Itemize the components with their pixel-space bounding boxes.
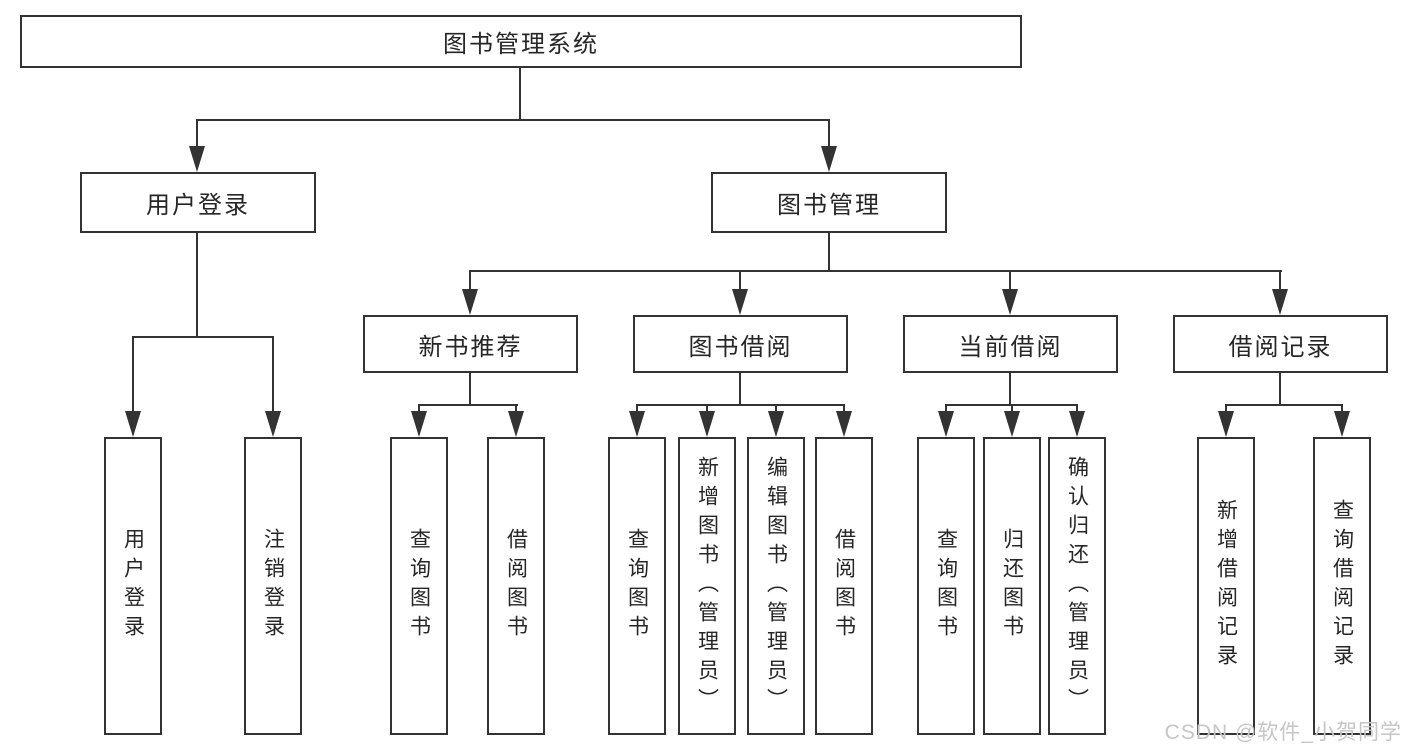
connector-book-mgmt-crossbar — [469, 270, 1282, 272]
connector-to-leaf-borrow-rec — [515, 404, 517, 416]
connector-borrow-records-stem — [1279, 373, 1281, 406]
leaf-confirm-return-admin: 确认归还（管理员） — [1048, 437, 1106, 735]
leaf-user-login-label: 用户登录 — [121, 528, 145, 644]
connector-to-leaf-query-record — [1341, 404, 1343, 416]
leaf-borrow-books-recommend-label: 借阅图书 — [504, 528, 528, 644]
node-book-management: 图书管理 — [711, 172, 947, 233]
connector-to-current-borrowing — [1009, 270, 1011, 294]
connector-to-book-borrowing — [739, 270, 741, 294]
connector-to-borrow-records — [1279, 270, 1281, 294]
arrowhead-leaf-query-rec — [411, 411, 427, 437]
connector-to-leaf-query-current — [945, 404, 947, 416]
connector-book-mgmt-stem — [828, 233, 830, 272]
node-new-book-recommend: 新书推荐 — [363, 315, 578, 373]
leaf-logout: 注销登录 — [244, 437, 302, 735]
arrowhead-leaf-logout — [265, 411, 281, 437]
connector-to-leaf-borrow-book2 — [843, 404, 845, 416]
leaf-edit-book-admin-label: 编辑图书（管理员） — [764, 455, 788, 717]
connector-root-stem — [519, 68, 521, 121]
connector-new-book-rec-crossbar — [418, 404, 518, 406]
connector-to-leaf-confirm-return — [1076, 404, 1078, 416]
leaf-confirm-return-admin-label: 确认归还（管理员） — [1065, 455, 1089, 717]
leaf-query-borrow-record: 查询借阅记录 — [1313, 437, 1371, 735]
arrowhead-leaf-query-borrow — [629, 411, 645, 437]
leaf-add-borrow-record: 新增借阅记录 — [1197, 437, 1255, 735]
leaf-add-book-admin-label: 新增图书（管理员） — [695, 455, 719, 717]
leaf-user-login: 用户登录 — [104, 437, 162, 735]
leaf-borrow-books-recommend: 借阅图书 — [487, 437, 545, 735]
connector-borrow-records-crossbar — [1225, 404, 1343, 406]
connector-book-borrow-stem — [739, 373, 741, 406]
arrowhead-leaf-user-login — [125, 411, 141, 437]
arrowhead-current-borrowing — [1002, 289, 1018, 315]
leaf-query-books-recommend: 查询图书 — [390, 437, 448, 735]
leaf-add-borrow-record-label: 新增借阅记录 — [1214, 499, 1238, 673]
node-current-borrowing-label: 当前借阅 — [958, 333, 1063, 361]
arrowhead-leaf-borrow-book2 — [836, 411, 852, 437]
arrowhead-new-book-recommend — [462, 289, 478, 315]
leaf-borrow-books-borrowing-label: 借阅图书 — [832, 528, 856, 644]
leaf-query-books-recommend-label: 查询图书 — [407, 528, 431, 644]
connector-to-leaf-query-borrow — [636, 404, 638, 416]
connector-to-leaf-edit-book — [775, 404, 777, 416]
connector-to-leaf-return-book — [1011, 404, 1013, 416]
node-book-borrowing-label: 图书借阅 — [688, 333, 793, 361]
watermark: CSDN @软件_小贺同学 — [1164, 721, 1402, 744]
leaf-return-book: 归还图书 — [983, 437, 1041, 735]
leaf-add-book-admin: 新增图书（管理员） — [678, 437, 736, 735]
leaf-edit-book-admin: 编辑图书（管理员） — [747, 437, 805, 735]
connector-to-leaf-add-record — [1225, 404, 1227, 416]
leaf-query-borrow-record-label: 查询借阅记录 — [1330, 499, 1354, 673]
node-root: 图书管理系统 — [20, 15, 1022, 68]
connector-to-book-management — [828, 119, 830, 151]
arrowhead-leaf-edit-book — [768, 411, 784, 437]
node-borrow-records: 借阅记录 — [1173, 315, 1388, 373]
leaf-query-books-current: 查询图书 — [917, 437, 975, 735]
arrowhead-leaf-query-current — [938, 411, 954, 437]
node-root-label: 图书管理系统 — [443, 31, 599, 58]
arrowhead-leaf-query-record — [1334, 411, 1350, 437]
arrowhead-leaf-borrow-rec — [508, 411, 524, 437]
leaf-return-book-label: 归还图书 — [1000, 528, 1024, 644]
connector-user-login-stem — [196, 233, 198, 338]
arrowhead-leaf-add-book — [699, 411, 715, 437]
leaf-query-books-borrowing-label: 查询图书 — [625, 528, 649, 644]
arrowhead-leaf-return-book — [1004, 411, 1020, 437]
leaf-query-books-current-label: 查询图书 — [934, 528, 958, 644]
node-borrow-records-label: 借阅记录 — [1228, 333, 1333, 361]
arrowhead-book-borrowing — [732, 289, 748, 315]
node-new-book-recommend-label: 新书推荐 — [418, 333, 523, 361]
connector-book-borrow-crossbar — [636, 404, 845, 406]
arrowhead-book-management — [821, 146, 837, 172]
connector-to-leaf-logout — [272, 336, 274, 414]
leaf-query-books-borrowing: 查询图书 — [608, 437, 666, 735]
arrowhead-borrow-records — [1272, 289, 1288, 315]
arrowhead-leaf-add-record — [1218, 411, 1234, 437]
node-book-management-label: 图书管理 — [777, 192, 881, 219]
node-current-borrowing: 当前借阅 — [903, 315, 1118, 373]
leaf-logout-label: 注销登录 — [261, 528, 285, 644]
connector-to-leaf-user-login — [132, 336, 134, 414]
node-user-login-label: 用户登录 — [146, 192, 250, 219]
leaf-borrow-books-borrowing: 借阅图书 — [815, 437, 873, 735]
arrowhead-user-login — [189, 146, 205, 172]
arrowhead-leaf-confirm-return — [1069, 411, 1085, 437]
connector-to-leaf-add-book — [706, 404, 708, 416]
connector-user-login-crossbar — [132, 336, 274, 338]
connector-to-user-login — [196, 119, 198, 151]
connector-current-borrow-stem — [1009, 373, 1011, 406]
connector-new-book-rec-stem — [469, 373, 471, 406]
node-user-login: 用户登录 — [80, 172, 316, 233]
connector-root-crossbar — [196, 119, 830, 121]
connector-to-leaf-query-rec — [418, 404, 420, 416]
node-book-borrowing: 图书借阅 — [633, 315, 848, 373]
connector-to-new-book-recommend — [469, 270, 471, 294]
